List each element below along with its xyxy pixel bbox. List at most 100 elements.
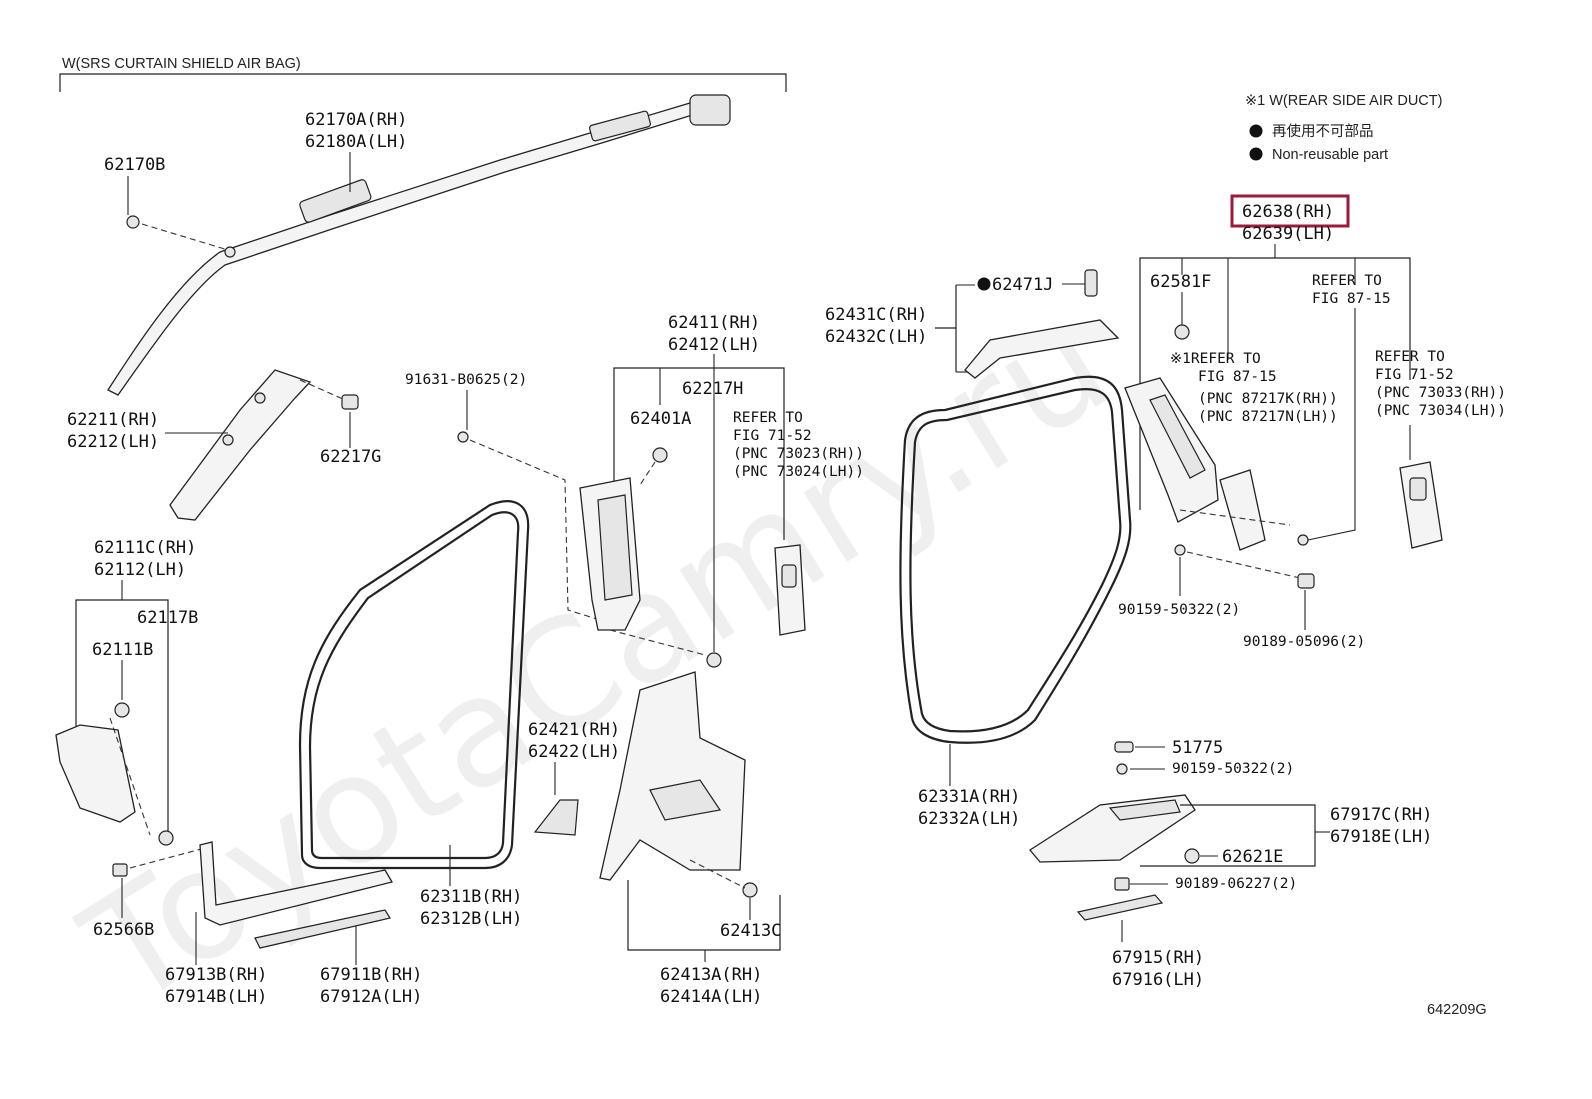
highlight-box[interactable] (1230, 194, 1350, 228)
bracket-62431C (935, 285, 957, 372)
b-pillar-upper (579, 477, 641, 631)
clip-62401A (652, 447, 668, 463)
ref-8715a-1: REFER TO (1312, 273, 1382, 289)
label-67912A: 67912A(LH) (320, 987, 422, 1007)
label-90159a: 90159-50322(2) (1118, 602, 1240, 618)
group-label: W(SRS CURTAIN SHIELD AIR BAG) (62, 56, 301, 72)
clip-62566B (112, 863, 128, 877)
label-51775: 51775 (1172, 738, 1223, 758)
a-pillar-trim (169, 369, 312, 521)
label-67918E: 67918E(LH) (1330, 827, 1432, 847)
label-62112: 62112(LH) (94, 560, 186, 580)
label-62331A: 62331A(RH) (918, 787, 1020, 807)
clip-90189a (1297, 573, 1315, 589)
curtain-airbag (107, 94, 731, 396)
label-67914B: 67914B(LH) (165, 987, 267, 1007)
label-62411: 62411(RH) (668, 313, 760, 333)
label-62413C: 62413C (720, 921, 781, 941)
vent-grille-62421 (533, 799, 579, 836)
figure-code: 642209G (1427, 1002, 1487, 1018)
screw-90159b (1116, 763, 1128, 775)
label-62180A: 62180A(LH) (305, 132, 407, 152)
ref-7152a-1: REFER TO (733, 410, 803, 426)
bolt-91631 (457, 431, 469, 443)
air-duct (1219, 469, 1266, 551)
rear-door-weatherstrip (899, 375, 1132, 744)
label-62311B: 62311B(RH) (420, 887, 522, 907)
ref-8715b-3: (PNC 87217K(RH)) (1198, 391, 1338, 407)
bolt-90159a (1174, 544, 1186, 556)
clip-62217G (341, 394, 359, 410)
front-door-weatherstrip (298, 500, 530, 870)
seat-belt-guide-a (774, 544, 806, 636)
label-62212: 62212(LH) (67, 432, 159, 452)
ref-7152b-1: REFER TO (1375, 349, 1445, 365)
label-62332A: 62332A(LH) (918, 809, 1020, 829)
label-62639: 62639(LH) (1242, 224, 1334, 244)
label-62431C: 62431C(RH) (825, 305, 927, 325)
label-62217G: 62217G (320, 447, 381, 467)
label-67917C: 67917C(RH) (1330, 805, 1432, 825)
label-62421: 62421(RH) (528, 720, 620, 740)
label-62413A: 62413A(RH) (660, 965, 762, 985)
bracket-62411 (613, 367, 785, 540)
clip-62471J (1084, 269, 1098, 297)
label-62414A: 62414A(LH) (660, 987, 762, 1007)
label-62432C: 62432C(LH) (825, 327, 927, 347)
group-bracket (59, 73, 787, 92)
ref-7152a-3: (PNC 73023(RH)) (733, 446, 864, 462)
kick-panel (55, 702, 136, 823)
label-62638-highlighted[interactable]: 62638(RH) (1242, 202, 1334, 222)
legend-note-jp: 再使用不可部品 (1272, 123, 1374, 140)
ref-7152b-4: (PNC 73034(LH)) (1375, 403, 1506, 419)
label-62170A: 62170A(RH) (305, 110, 407, 130)
label-62211: 62211(RH) (67, 410, 159, 430)
clip-62217H (706, 652, 722, 668)
ref-8715b-4: (PNC 87217N(LH)) (1198, 409, 1338, 425)
legend-marker-jp (1249, 124, 1263, 138)
ref-7152b-3: (PNC 73033(RH)) (1375, 385, 1506, 401)
label-90189b: 90189-06227(2) (1175, 876, 1297, 892)
watermark: ToyotaCamry.ru (56, 275, 1137, 1041)
label-90189a: 90189-05096(2) (1243, 634, 1365, 650)
ref-8715b-1: ※1REFER TO (1170, 351, 1261, 367)
front-scuff-plate (199, 841, 393, 926)
screw-a (1297, 534, 1309, 546)
legend-marker-en (1249, 147, 1263, 161)
label-62401A: 62401A (630, 409, 691, 429)
label-62170B: 62170B (104, 155, 165, 175)
rear-scuff-plate (1029, 794, 1196, 863)
label-67915: 67915(RH) (1112, 948, 1204, 968)
clip-62413C (742, 882, 758, 898)
seat-belt-guide-b (1399, 461, 1443, 549)
label-62422: 62422(LH) (528, 742, 620, 762)
label-62581F: 62581F (1150, 272, 1211, 292)
clip-62621E (1184, 848, 1200, 864)
clip-90189b (1114, 877, 1130, 891)
label-67916: 67916(LH) (1112, 970, 1204, 990)
bracket-67917C (1140, 804, 1316, 867)
bracket-62413A (627, 880, 781, 951)
scuff-cover-67911B (254, 909, 391, 949)
label-62117B: 62117B (137, 608, 198, 628)
scuff-cover-67915 (1076, 894, 1164, 921)
b-pillar-lower (599, 671, 746, 881)
clip-62170B (126, 215, 140, 229)
c-pillar-trim (1124, 377, 1219, 523)
label-62566B: 62566B (93, 920, 154, 940)
ref-7152a-4: (PNC 73024(LH)) (733, 464, 864, 480)
label-62621E: 62621E (1222, 847, 1283, 867)
clip-62117B (158, 830, 174, 846)
label-67911B: 67911B(RH) (320, 965, 422, 985)
ref-8715b-2: FIG 87-15 (1198, 369, 1277, 385)
label-62412: 62412(LH) (668, 335, 760, 355)
legend-note1: ※1 W(REAR SIDE AIR DUCT) (1245, 93, 1442, 109)
label-62312B: 62312B(LH) (420, 909, 522, 929)
legend-note-en: Non-reusable part (1272, 147, 1388, 163)
label-62111B: 62111B (92, 640, 153, 660)
cap-51775 (1114, 741, 1134, 753)
ref-7152b-2: FIG 71-52 (1375, 367, 1454, 383)
ref-8715a-2: FIG 87-15 (1312, 291, 1391, 307)
clip-62581F (1174, 324, 1190, 340)
